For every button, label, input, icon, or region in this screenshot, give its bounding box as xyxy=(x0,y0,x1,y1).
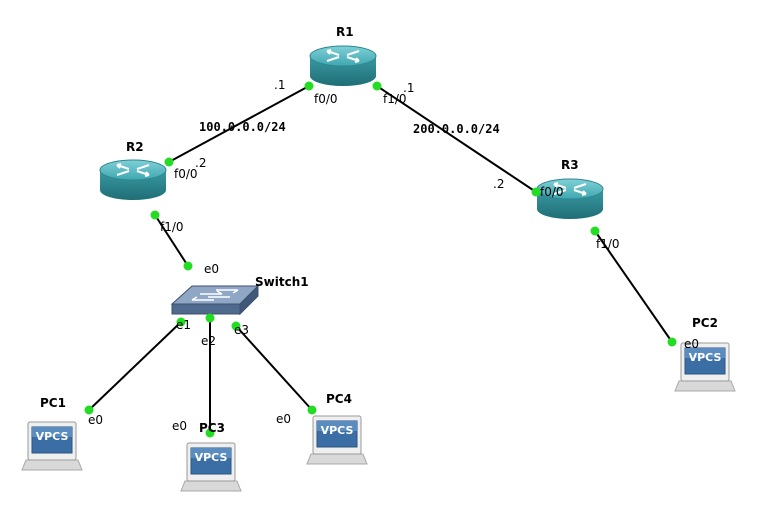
device-name-switch1: Switch1 xyxy=(255,275,309,289)
device-name-r1: R1 xyxy=(336,25,354,39)
port-label-sw-e0: e0 xyxy=(204,262,219,276)
port-dot xyxy=(372,81,382,91)
port-dot xyxy=(176,317,186,327)
link-r1-r2 xyxy=(168,85,310,163)
port-dot xyxy=(304,81,314,91)
port-label-sw-e3: e3 xyxy=(234,323,249,337)
link-r3-pc2 xyxy=(594,230,673,343)
port-dot xyxy=(183,261,193,271)
port-dot xyxy=(164,157,174,167)
link-r2-switch1 xyxy=(154,214,189,267)
port-label-sw-e1: e1 xyxy=(176,318,191,332)
vpcs-pc3[interactable]: VPCS xyxy=(180,442,242,492)
router-icon xyxy=(309,45,377,87)
device-name-r2: R2 xyxy=(126,140,144,154)
network-label-r1-r2: 100.0.0.0/24 xyxy=(199,120,286,134)
device-name-r3: R3 xyxy=(561,158,579,172)
port-label-r3-f1: f1/0 xyxy=(596,237,620,251)
device-name-pc1: PC1 xyxy=(40,396,66,410)
port-label-r1-f0: f0/0 xyxy=(314,92,338,106)
port-dot xyxy=(231,321,241,331)
vpcs-pc1[interactable]: VPCS xyxy=(21,421,83,471)
vpcs-screen-text: VPCS xyxy=(195,451,228,464)
port-label-sw-e2: e2 xyxy=(201,334,216,348)
switch-icon xyxy=(170,284,260,316)
port-label-pc1-e0: e0 xyxy=(88,413,103,427)
vpcs-screen-text: VPCS xyxy=(321,424,354,437)
port-dot xyxy=(205,428,215,438)
port-label-pc2-e0: e0 xyxy=(684,337,699,351)
port-dot xyxy=(590,226,600,236)
port-dot xyxy=(150,210,160,220)
port-label-r3-f0: f0/0 xyxy=(540,185,564,199)
port-label-pc4-e0: e0 xyxy=(276,412,291,426)
device-name-pc4: PC4 xyxy=(326,392,352,406)
device-name-pc2: PC2 xyxy=(692,316,718,330)
host-label-r1-f1: .1 xyxy=(403,81,414,95)
port-label-pc3-e0: e0 xyxy=(172,419,187,433)
router-icon xyxy=(99,159,167,201)
port-dot xyxy=(84,405,94,415)
link-switch1-pc4 xyxy=(235,325,313,411)
host-label-r2-f0: .2 xyxy=(195,156,206,170)
router-r2[interactable] xyxy=(99,159,167,201)
router-r1[interactable] xyxy=(309,45,377,87)
network-label-r1-r3: 200.0.0.0/24 xyxy=(413,122,500,136)
host-label-r3-f0: .2 xyxy=(493,177,504,191)
vpcs-screen-text: VPCS xyxy=(36,430,69,443)
port-dot xyxy=(531,187,541,197)
port-dot xyxy=(307,405,317,415)
link-switch1-pc1 xyxy=(88,321,182,411)
vpcs-pc4[interactable]: VPCS xyxy=(306,415,368,465)
port-label-r2-f0: f0/0 xyxy=(174,167,198,181)
device-name-pc3: PC3 xyxy=(199,421,225,435)
port-label-r1-f1: f1/0 xyxy=(383,92,407,106)
switch-switch1[interactable] xyxy=(170,284,260,316)
port-dot xyxy=(667,337,677,347)
host-label-r1-f0: .1 xyxy=(274,78,285,92)
link-r1-r3 xyxy=(376,85,537,193)
port-label-r2-f1: f1/0 xyxy=(160,220,184,234)
port-dot xyxy=(205,313,215,323)
vpcs-screen-text: VPCS xyxy=(689,351,722,364)
vpcs-pc2[interactable]: VPCS xyxy=(674,342,736,392)
